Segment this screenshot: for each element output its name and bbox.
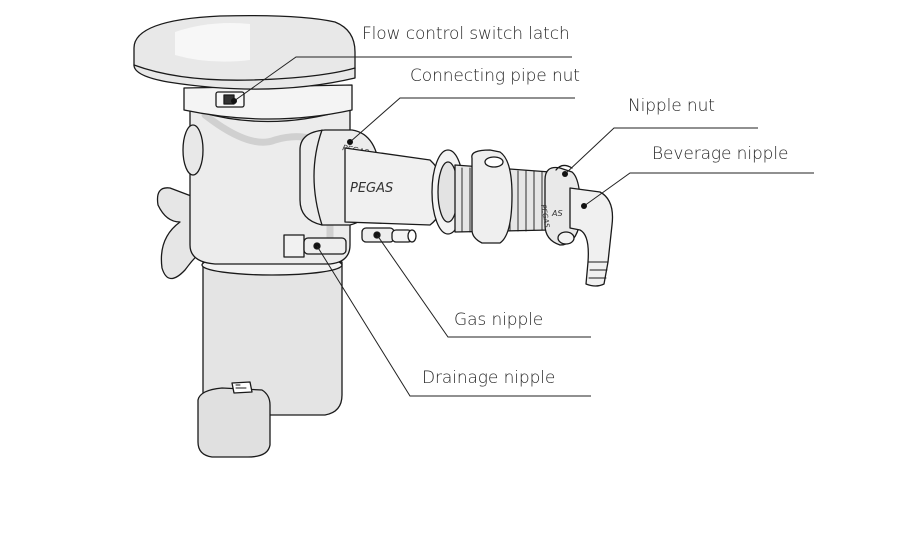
label-connecting-pipe-nut: Connecting pipe nut (410, 66, 580, 86)
label-gas-nipple: Gas nipple (454, 310, 544, 330)
leader-nipple-nut (564, 127, 758, 175)
leader-connecting-pipe-nut (349, 97, 575, 143)
drainage-spout (197, 387, 271, 458)
shank-hex-nut (471, 149, 513, 244)
label-flow-control-switch-latch: Flow control switch latch (362, 24, 570, 44)
leader-flow-control (233, 56, 572, 102)
drainage-nipple (283, 234, 347, 258)
pipe-brand-text: PEGAS (350, 181, 393, 196)
label-nipple-nut: Nipple nut (628, 96, 715, 116)
cap-collar (183, 84, 353, 120)
gas-nipple (361, 227, 417, 243)
leader-drainage-nipple (316, 245, 591, 397)
leader-beverage-nipple (583, 172, 814, 207)
label-drainage-nipple: Drainage nipple (422, 368, 556, 388)
beverage-nipple (569, 187, 614, 287)
svg-text:AS: AS (551, 209, 563, 218)
leader-gas-nipple (376, 234, 591, 338)
label-beverage-nipple: Beverage nipple (652, 144, 789, 164)
